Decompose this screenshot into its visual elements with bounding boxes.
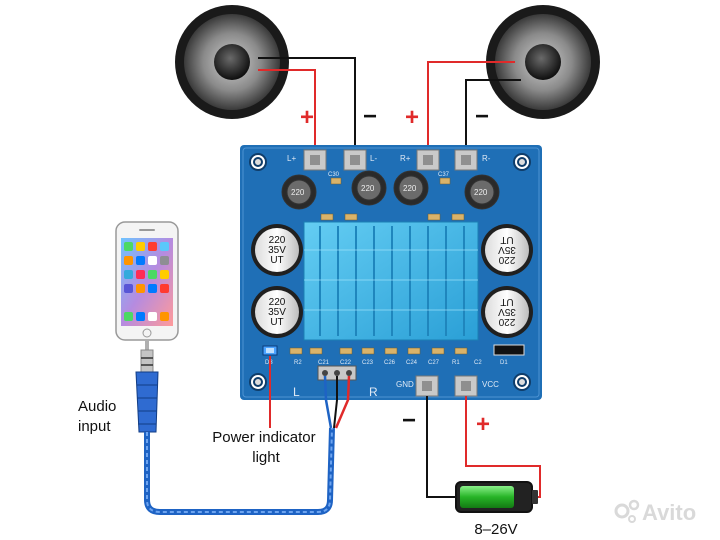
svg-text:C24: C24 (406, 360, 418, 366)
svg-text:C30: C30 (328, 172, 340, 178)
svg-text:C21: C21 (318, 360, 330, 366)
speaker-left (175, 5, 289, 119)
svg-text:C27: C27 (428, 360, 440, 366)
power-indicator-line-1: Power indicator (212, 429, 315, 446)
supply-minus-sign: − (402, 407, 416, 434)
svg-text:C22: C22 (340, 360, 352, 366)
large-cap-text-3: 22035VUT (498, 234, 516, 265)
heatsink-fins (319, 226, 465, 336)
terminal-label-rplus: R+ (400, 154, 411, 163)
small-cap-text-3: 220 (403, 184, 417, 193)
small-cap-text-2: 220 (361, 184, 375, 193)
speaker-terminals (303, 149, 478, 171)
small-capacitors (281, 170, 500, 210)
small-cap-text-1: 220 (291, 188, 305, 197)
channel-left-label: L (293, 385, 300, 399)
battery-voltage-label: 8–26V (474, 521, 517, 538)
mounting-holes (249, 153, 531, 391)
speaker-right (486, 5, 600, 119)
watermark-text: Avito (642, 500, 696, 525)
large-capacitor-3 (481, 224, 533, 276)
small-cap-text-4: 220 (474, 188, 488, 197)
svg-text:R1: R1 (452, 360, 460, 366)
left-minus-sign: − (363, 103, 377, 130)
avito-watermark: Avito (614, 499, 696, 525)
large-cap-text-4: 22035VUT (498, 296, 516, 327)
right-plus-wire (427, 61, 515, 152)
svg-text:C23: C23 (362, 360, 374, 366)
large-capacitor-4 (481, 286, 533, 338)
channel-right-label: R (369, 385, 378, 399)
right-minus-wire (465, 79, 521, 152)
left-plus-wire (258, 69, 316, 152)
app-icons (124, 242, 169, 321)
diode (493, 344, 525, 356)
svg-text:C2: C2 (474, 360, 482, 366)
power-led (262, 345, 278, 356)
audio-input-line-2: input (78, 418, 111, 435)
power-indicator-line-2: light (252, 449, 280, 466)
smd-components (289, 177, 468, 355)
svg-text:C37: C37 (438, 172, 450, 178)
supply-plus-sign: + (476, 411, 490, 438)
large-capacitor-1 (251, 224, 303, 276)
silkscreen-refs: C30 C37 R2 C21 C22 C23 C26 C24 C27 R1 C2… (265, 172, 508, 366)
battery-icon (455, 481, 538, 513)
power-indicator-label: Power indicator light (212, 429, 320, 466)
heatsink (303, 221, 479, 341)
right-minus-sign: − (475, 103, 489, 130)
left-plus-sign: + (300, 104, 314, 131)
left-minus-wire (258, 57, 356, 152)
speaker-wires (258, 57, 521, 152)
power-terminals (415, 375, 478, 397)
terminal-label-lplus: L+ (287, 154, 296, 163)
amplifier-board: L+ L- R+ R- 220 220 220 220 (240, 145, 542, 400)
audio-input-line-1: Audio (78, 398, 116, 415)
audio-cable (135, 340, 351, 515)
terminal-label-lminus: L- (370, 154, 377, 163)
terminal-label-gnd: GND (396, 380, 414, 389)
svg-text:R2: R2 (294, 360, 302, 366)
svg-text:C26: C26 (384, 360, 396, 366)
large-capacitor-2 (251, 286, 303, 338)
gnd-wire (426, 396, 456, 498)
svg-text:D1: D1 (500, 360, 508, 366)
terminal-label-vcc: VCC (482, 380, 499, 389)
terminal-label-rminus: R- (482, 154, 491, 163)
smartphone (115, 221, 179, 341)
audio-input-label: Audio input (78, 398, 121, 435)
right-plus-sign: + (405, 104, 419, 131)
